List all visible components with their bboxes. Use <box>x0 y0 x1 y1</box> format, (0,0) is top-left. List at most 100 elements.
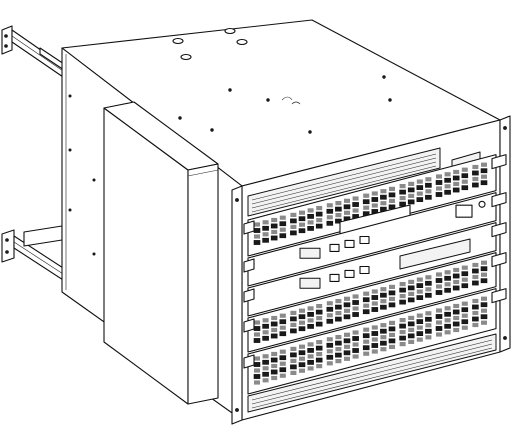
port <box>353 306 359 310</box>
port <box>400 342 406 346</box>
port <box>408 280 414 284</box>
port <box>335 201 341 205</box>
port <box>299 229 305 233</box>
port <box>453 328 459 332</box>
port <box>389 327 395 331</box>
port <box>299 351 305 355</box>
port <box>445 288 451 292</box>
port <box>400 202 406 206</box>
port <box>316 310 322 314</box>
port <box>425 287 431 291</box>
port <box>327 319 333 323</box>
port <box>425 329 431 333</box>
port <box>327 313 333 317</box>
port <box>280 314 286 318</box>
port <box>462 302 468 306</box>
port <box>400 196 406 200</box>
port <box>254 332 260 336</box>
port <box>353 336 359 340</box>
port <box>417 332 423 336</box>
port <box>453 170 459 174</box>
port <box>408 316 414 320</box>
port <box>290 365 296 369</box>
port <box>271 322 277 326</box>
port <box>316 304 322 308</box>
port <box>408 322 414 326</box>
port <box>263 372 269 376</box>
port <box>380 323 386 327</box>
port <box>335 311 341 315</box>
port <box>436 308 442 312</box>
port <box>308 214 314 218</box>
port <box>472 183 478 187</box>
port <box>425 275 431 279</box>
port <box>290 219 296 223</box>
port <box>327 349 333 353</box>
port <box>417 180 423 184</box>
port <box>453 188 459 192</box>
port <box>400 318 406 322</box>
port <box>271 364 277 368</box>
port <box>344 199 350 203</box>
port <box>308 306 314 310</box>
port <box>299 357 305 361</box>
port <box>308 312 314 316</box>
port <box>372 337 378 341</box>
port <box>280 320 286 324</box>
port <box>299 369 305 373</box>
port <box>290 329 296 333</box>
port <box>271 230 277 234</box>
port <box>472 177 478 181</box>
port <box>372 307 378 311</box>
port <box>335 207 341 211</box>
port <box>316 316 322 320</box>
port <box>436 180 442 184</box>
port <box>389 187 395 191</box>
port <box>408 292 414 296</box>
port <box>290 311 296 315</box>
port <box>308 342 314 346</box>
port <box>335 213 341 217</box>
port <box>308 354 314 358</box>
port <box>263 330 269 334</box>
port <box>308 226 314 230</box>
port <box>280 222 286 226</box>
port <box>335 335 341 339</box>
port <box>472 299 478 303</box>
port <box>436 320 442 324</box>
port <box>472 269 478 273</box>
port <box>380 299 386 303</box>
port <box>400 330 406 334</box>
port <box>299 315 305 319</box>
port <box>372 343 378 347</box>
port <box>290 323 296 327</box>
port <box>445 172 451 176</box>
port <box>344 339 350 343</box>
port <box>363 346 369 350</box>
port <box>417 320 423 324</box>
port <box>453 286 459 290</box>
port <box>425 311 431 315</box>
port <box>263 366 269 370</box>
port <box>436 290 442 294</box>
port <box>408 334 414 338</box>
port <box>254 326 260 330</box>
control-module-1-latch <box>456 205 472 217</box>
port <box>389 193 395 197</box>
port <box>299 309 305 313</box>
port <box>425 293 431 297</box>
port <box>453 268 459 272</box>
port <box>445 312 451 316</box>
port <box>389 285 395 289</box>
port <box>389 291 395 295</box>
port <box>290 225 296 229</box>
port <box>481 279 487 283</box>
port <box>408 188 414 192</box>
port <box>290 359 296 363</box>
port <box>408 182 414 186</box>
port <box>481 169 487 173</box>
port <box>363 310 369 314</box>
port <box>271 328 277 332</box>
